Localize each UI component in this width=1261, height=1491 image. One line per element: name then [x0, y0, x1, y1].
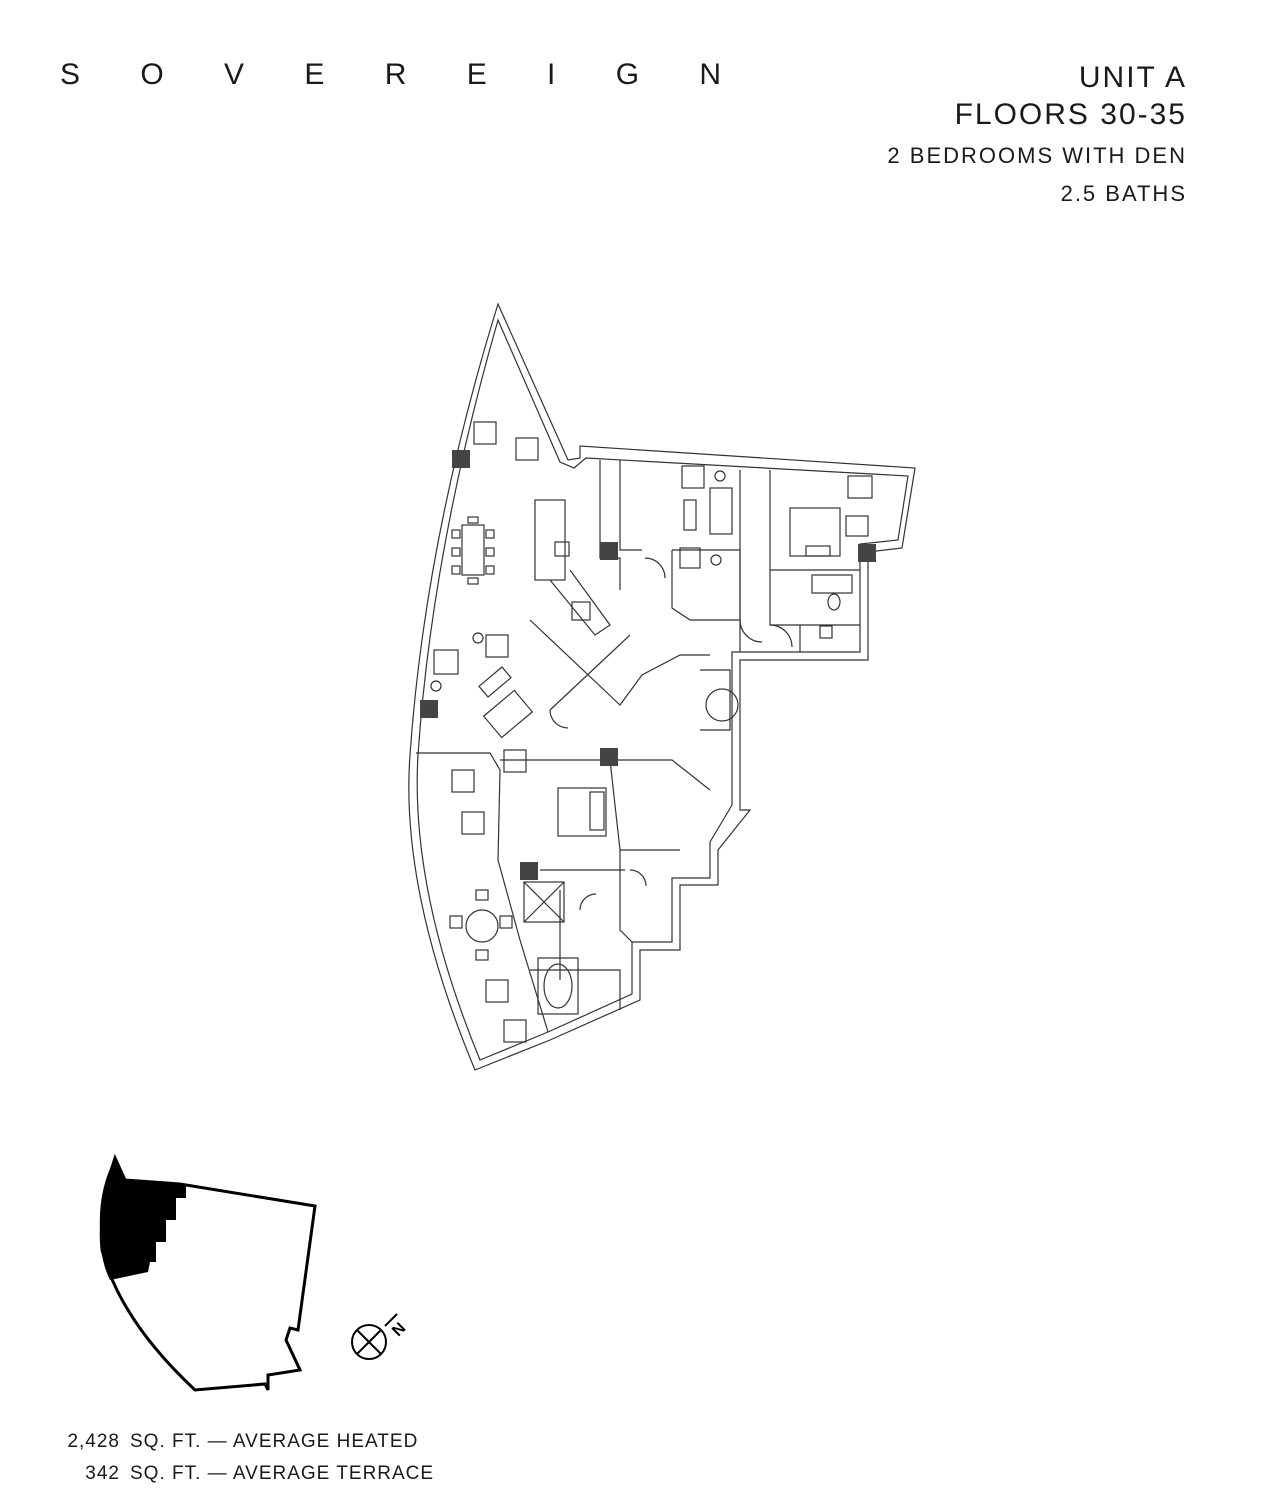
brand-wordmark: S O V E R E I G N [60, 58, 748, 91]
floor-plan-drawing [408, 302, 916, 1071]
plan-column [420, 700, 438, 718]
heated-area-label: SQ. FT. — AVERAGE HEATED [130, 1431, 419, 1452]
north-arrow-icon: N [351, 1313, 409, 1360]
unit-title: UNIT A [1078, 61, 1187, 94]
plan-column [600, 542, 618, 560]
building-key-plan [99, 1153, 317, 1392]
compass-label: N [389, 1320, 409, 1340]
plan-outer-wall [408, 302, 916, 1071]
plan-terrace-divider [416, 752, 549, 1033]
key-plan-unit-highlight [99, 1158, 186, 1280]
area-summary: 2,428 SQ. FT. — AVERAGE HEATED 342 SQ. F… [58, 1426, 434, 1490]
area-row-heated: 2,428 SQ. FT. — AVERAGE HEATED [58, 1426, 434, 1458]
terrace-area-value: 342 [85, 1463, 120, 1484]
unit-baths: 2.5 BATHS [1060, 181, 1187, 206]
unit-bedrooms: 2 BEDROOMS WITH DEN [887, 143, 1187, 168]
unit-floors: FLOORS 30-35 [954, 98, 1187, 131]
plan-column [600, 748, 618, 766]
area-row-terrace: 342 SQ. FT. — AVERAGE TERRACE [58, 1458, 434, 1490]
plan-inner-wall [416, 318, 909, 1061]
terrace-area-label: SQ. FT. — AVERAGE TERRACE [130, 1463, 435, 1484]
plan-column [520, 862, 538, 880]
unit-info: UNIT A FLOORS 30-35 2 BEDROOMS WITH DEN … [887, 60, 1187, 212]
heated-area-value: 2,428 [67, 1431, 120, 1452]
plan-column [858, 544, 876, 562]
plan-column [452, 450, 470, 468]
